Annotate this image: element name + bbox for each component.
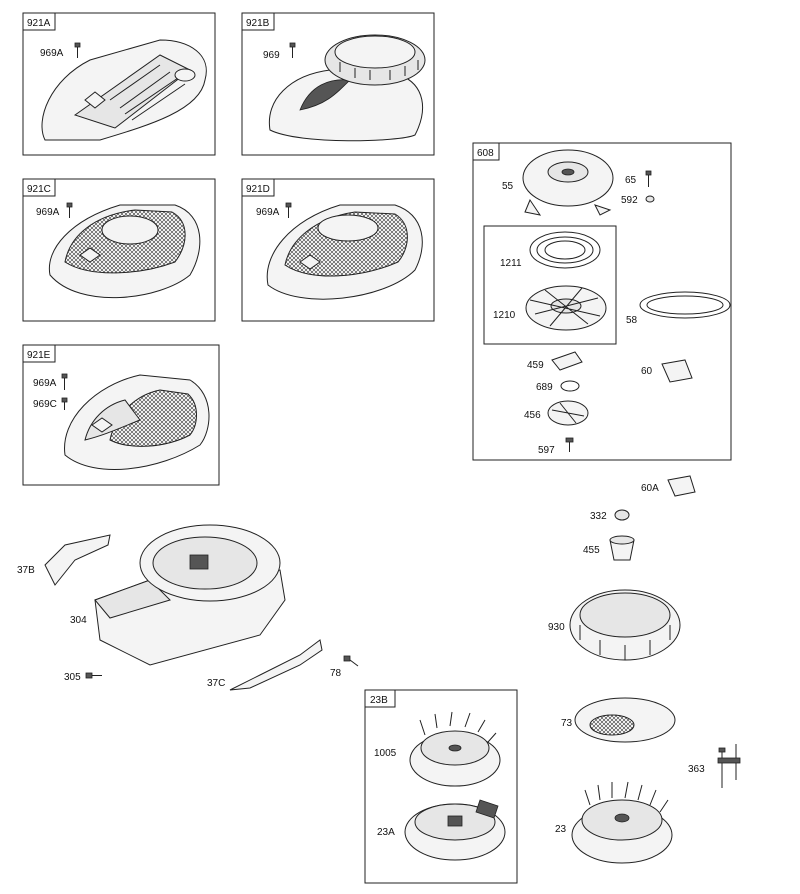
part-label: 689 [536,382,553,393]
part-label: 930 [548,622,565,633]
group-label: 23B [370,695,388,706]
part-label: 969A [33,378,57,389]
baffle-37c [229,639,323,691]
screw-icon [565,437,574,452]
subgroup-box [483,225,617,345]
part-label: 58 [626,315,638,326]
group-921e: 921E 969A 969C [22,344,220,486]
group-box [472,142,732,461]
bolt-icon [289,42,296,58]
bolt-icon [74,42,81,58]
part-label: 60A [641,483,659,494]
part-label: 304 [70,615,87,626]
group-box [22,344,220,486]
group-tag [364,689,396,708]
part-label: 65 [625,175,637,186]
bolt-icon [61,397,68,410]
part-label: 459 [527,360,544,371]
group-tag [22,344,56,363]
part-label: 73 [561,718,573,729]
group-label: 921D [246,184,270,195]
part-label: 78 [330,668,342,679]
part-label: 60 [641,366,653,377]
diamond-emblem [91,417,113,433]
part-label: 969A [40,48,64,59]
part-label: 37B [17,565,35,576]
diamond-emblem [84,91,106,109]
baffle-37b [44,534,111,586]
group-box [241,12,435,156]
group-box [364,689,518,884]
blower-housing-area: 37B 304 305 37C 78 [17,524,359,691]
group-box [241,178,435,322]
group-label: 921B [246,18,270,29]
bolt-icon [343,655,359,667]
part-label: 1211 [500,258,522,269]
part-label: 1005 [374,748,397,759]
loose-parts-right: 60A 332 455 930 73 363 23 [548,475,741,864]
bolt-icon [285,202,292,218]
group-box [22,12,216,156]
bolt-icon [85,672,102,679]
part-label: 23 [555,824,567,835]
washer [645,195,655,203]
part-label: 23A [377,827,395,838]
group-label: 921A [27,18,51,29]
part-label: 363 [688,764,705,775]
part-label: 332 [590,511,607,522]
part-label: 597 [538,445,555,456]
part-label: 455 [583,545,600,556]
part-label: 55 [502,181,514,192]
diamond-emblem [79,247,101,263]
part-label: 969A [36,207,60,218]
part-label: 456 [524,410,541,421]
retainer-spring [560,380,580,392]
group-608: 608 55 65 592 1211 1210 58 459 60 689 45… [472,142,732,461]
group-tag [241,12,275,31]
handle [661,359,693,383]
part-label: 592 [621,195,638,206]
group-921b: 921B 969 [241,12,435,156]
group-label: 921C [27,184,51,195]
group-tag [472,142,500,161]
part-label: 1210 [493,310,516,321]
pawl [551,351,583,371]
part-label: 37C [207,678,225,689]
diamond-emblem [299,254,321,270]
group-tag [22,178,56,197]
group-921d: 921D 969A [241,178,435,322]
part-label: 969 [263,50,280,61]
starter-rope [639,291,731,319]
group-box [22,178,216,322]
bolt-icon [66,202,73,218]
engine-shroud-921b [268,69,423,142]
group-tag [241,178,275,197]
group-label: 608 [477,148,494,159]
part-label: 969A [256,207,280,218]
part-label: 969C [33,399,57,410]
group-921c: 921C 969A [22,178,216,322]
group-label: 921E [27,350,51,361]
stud-bracket [717,744,741,788]
bolt-icon [61,373,68,390]
group-23b: 23B 1005 23A [364,689,518,884]
part-label: 305 [64,672,81,683]
recoil-spring [529,231,601,269]
group-tag [22,12,56,31]
nut [614,509,630,521]
starter-handle [667,475,696,497]
bolt-icon [645,170,652,187]
group-921a: 921A 969A [22,12,216,156]
